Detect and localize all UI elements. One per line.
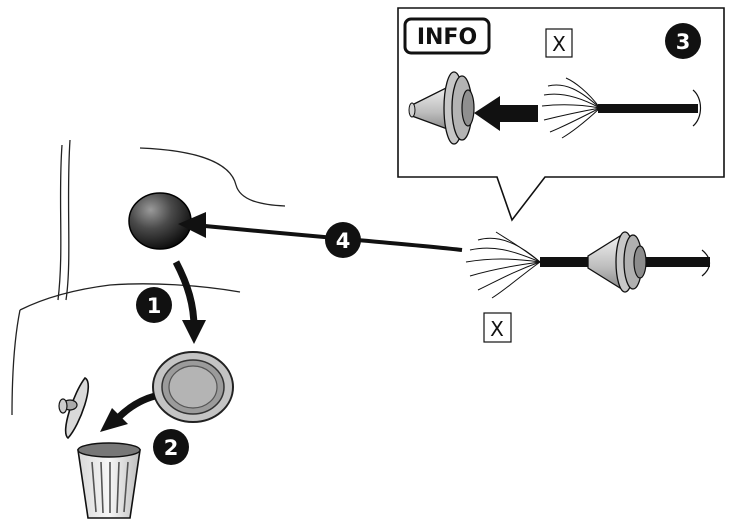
callout-x-text: X [552,32,566,56]
grommet-side-view [58,376,90,440]
body-panel-outline [11,139,286,416]
step-4-badge: 4 [325,222,361,258]
arrow-step-1 [172,260,206,344]
step-3-number: 3 [676,30,691,54]
info-badge: INFO [403,17,491,55]
callout-cable [541,77,702,139]
trash-bin-icon [77,442,141,519]
callout-x-marker: X [545,28,573,58]
step-1-number: 1 [147,294,162,318]
info-label: INFO [417,25,477,50]
step-1-badge: 1 [136,287,172,323]
step-4-number: 4 [336,229,351,253]
callout-grommet [408,71,475,145]
cable-x-marker: X [483,312,512,343]
arrow-step-2 [100,392,156,432]
arrow-step-4 [178,212,463,252]
grommet-disc [152,351,234,423]
cable-x-text: X [490,317,504,341]
rubber-plug [128,192,192,250]
step-2-number: 2 [164,436,179,460]
callout-arrow [474,96,538,131]
step-2-badge: 2 [153,429,189,465]
info-callout [397,7,725,222]
cable-with-grommet [465,231,711,299]
step-3-badge: 3 [665,23,701,59]
